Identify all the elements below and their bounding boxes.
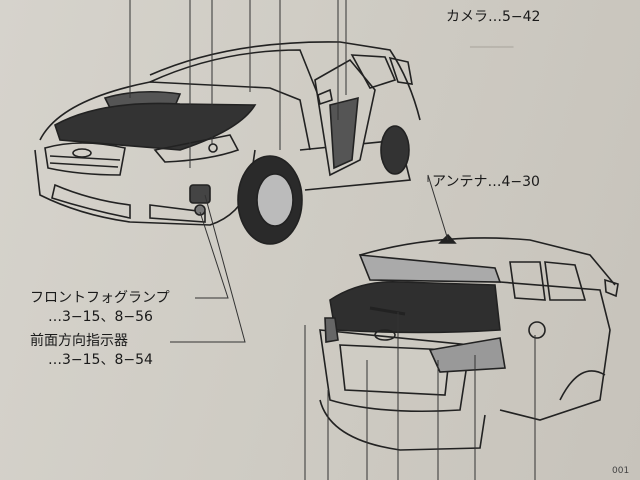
antenna-label: アンテナ…4−30	[432, 174, 540, 190]
front-fog-lamp-pages: …3−15、8−56	[48, 309, 153, 325]
front-turn-signal-pages: …3−15、8−54	[48, 352, 153, 368]
camera-label: カメラ…5−42	[446, 9, 541, 25]
bleed-through-text: ━━━━━━	[470, 40, 514, 54]
page-number: 001	[612, 466, 630, 476]
front-turn-signal-title: 前面方向指示器	[30, 333, 128, 349]
callout-lines	[129, 0, 536, 480]
front-fog-lamp-title: フロントフォグランプ	[30, 290, 170, 306]
rear-car-illustration	[319, 233, 619, 451]
front-car-illustration	[34, 41, 421, 245]
